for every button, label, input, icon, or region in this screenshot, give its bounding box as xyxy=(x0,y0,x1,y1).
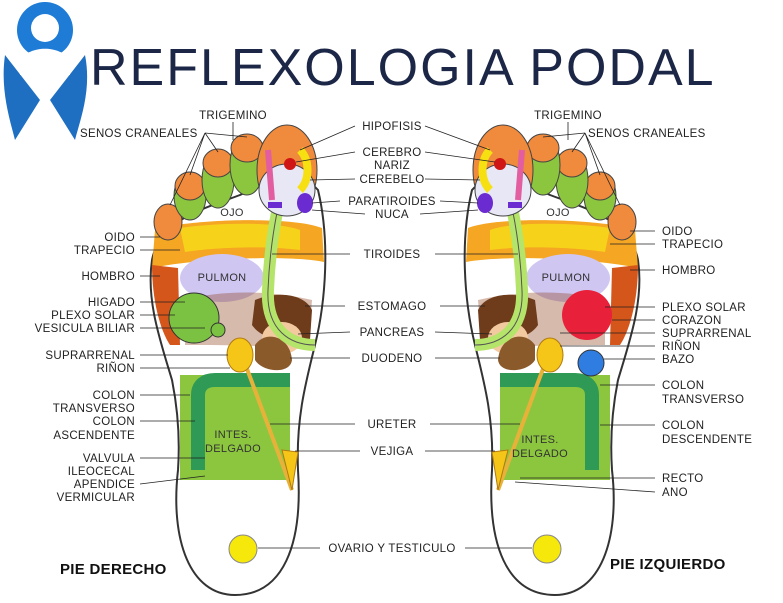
right-foot-labels: TRIGEMINO SENOS CRANEALES OIDO TRAPECIO … xyxy=(35,110,267,504)
gallbladder-inner xyxy=(210,322,226,338)
right-foot-caption: PIE DERECHO xyxy=(60,561,167,578)
center-label: CEREBRO xyxy=(363,147,422,159)
side-label: COLON xyxy=(662,380,704,392)
side-label: OIDO xyxy=(662,226,693,238)
side-label: SUPRARRENAL xyxy=(45,350,135,362)
side-label: RIÑON xyxy=(662,340,701,353)
side-label: TRIGEMINO xyxy=(199,110,267,122)
center-label: PANCREAS xyxy=(360,327,425,339)
heart-zone xyxy=(562,290,612,340)
intestine-label-left-1: INTES. xyxy=(521,434,558,446)
intestine-label-left-2: DELGADO xyxy=(512,448,568,460)
side-label: COLON xyxy=(662,420,704,432)
side-label: TRAPECIO xyxy=(662,239,723,251)
side-label: TRIGEMINO xyxy=(534,110,602,122)
side-label: VERMICULAR xyxy=(57,492,135,504)
side-label: OIDO xyxy=(104,232,135,244)
side-label: DESCENDENTE xyxy=(662,434,752,446)
side-label: HOMBRO xyxy=(662,265,716,277)
side-label: RECTO xyxy=(662,473,704,485)
side-label: TRANSVERSO xyxy=(53,403,135,415)
side-label: VALVULA xyxy=(83,453,135,465)
center-label: CEREBELO xyxy=(359,174,424,186)
side-label: ASCENDENTE xyxy=(53,430,135,442)
side-label: PLEXO SOLAR xyxy=(51,310,135,322)
right-foot-diagram xyxy=(151,125,326,595)
side-label: TRANSVERSO xyxy=(662,394,744,406)
center-label: ESTOMAGO xyxy=(358,301,427,313)
eye-label-left: OJO xyxy=(546,207,570,219)
lung-label: PULMON xyxy=(198,272,247,284)
center-label: OVARIO Y TESTICULO xyxy=(328,543,455,555)
side-label: ANO xyxy=(662,487,688,499)
center-label: URETER xyxy=(367,419,416,431)
page-title: REFLEXOLOGIA PODAL xyxy=(90,39,716,97)
side-label: CORAZON xyxy=(662,315,722,327)
side-label: VESICULA BILIAR xyxy=(35,323,135,335)
side-label: HIGADO xyxy=(88,297,135,309)
center-label: TIROIDES xyxy=(364,249,421,261)
center-label: DUODENO xyxy=(362,353,423,365)
center-label: NARIZ xyxy=(374,160,410,172)
side-label: BAZO xyxy=(662,354,695,366)
side-label: PLEXO SOLAR xyxy=(662,302,746,314)
side-label: APENDICE xyxy=(74,479,135,491)
side-label: COLON xyxy=(93,416,135,428)
side-label: RIÑON xyxy=(96,362,135,375)
spleen-zone xyxy=(577,349,605,377)
intestine-label-1: INTES. xyxy=(214,429,251,441)
left-foot-caption: PIE IZQUIERDO xyxy=(610,556,726,573)
side-label: ILEOCECAL xyxy=(68,466,136,478)
center-labels: HIPOFISIS CEREBRO NARIZ CEREBELO PARATIR… xyxy=(258,121,532,555)
center-label: PARATIROIDES xyxy=(348,196,436,208)
winged-figure-logo xyxy=(3,2,88,140)
left-foot-labels: TRIGEMINO SENOS CRANEALES OIDO TRAPECIO … xyxy=(514,110,752,499)
center-label: NUCA xyxy=(375,209,409,221)
side-label: SENOS CRANEALES xyxy=(588,128,706,140)
side-label: TRAPECIO xyxy=(74,245,135,257)
left-foot-diagram xyxy=(465,125,640,595)
side-label: SUPRARRENAL xyxy=(662,328,752,340)
gallbladder-zone xyxy=(168,292,220,344)
side-label: HOMBRO xyxy=(81,271,135,283)
intestine-label-2: DELGADO xyxy=(205,443,261,455)
side-label: SENOS CRANEALES xyxy=(80,128,198,140)
center-label: VEJIGA xyxy=(371,446,414,458)
eye-label: OJO xyxy=(220,207,244,219)
lung-label-left: PULMON xyxy=(542,272,591,284)
side-label: COLON xyxy=(93,390,135,402)
center-label: HIPOFISIS xyxy=(362,121,422,133)
